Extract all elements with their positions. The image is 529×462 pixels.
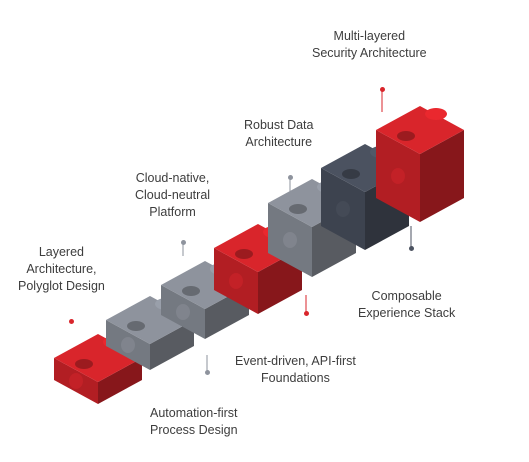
piece-side-knob: [121, 337, 135, 353]
dot-cloud-native: [181, 240, 186, 245]
label-line: Multi-layered: [333, 29, 406, 43]
piece-side-knob: [69, 373, 83, 389]
piece-socket: [397, 131, 415, 141]
label-line: Composable: [371, 289, 442, 303]
piece-socket: [342, 169, 360, 179]
label-line: Architecture,: [26, 262, 97, 276]
piece-socket: [289, 204, 307, 214]
label-composable-experience-stack: Composable Experience Stack: [358, 288, 455, 322]
dot-security: [380, 87, 385, 92]
piece-tab-knob: [425, 108, 447, 120]
piece-socket: [127, 321, 145, 331]
label-line: Platform: [149, 205, 196, 219]
piece-side-knob: [391, 168, 405, 184]
piece-right-face: [420, 130, 464, 222]
label-line: Layered: [38, 245, 85, 259]
label-security-architecture: Multi-layered Security Architecture: [312, 28, 427, 62]
label-robust-data-architecture: Robust Data Architecture: [244, 117, 313, 151]
piece-side-knob: [176, 304, 190, 320]
piece-side-knob: [229, 273, 243, 289]
dot-composable: [409, 246, 414, 251]
dot-event-driven: [304, 311, 309, 316]
piece-side-knob: [283, 232, 297, 248]
label-event-driven-foundations: Event-driven, API-first Foundations: [235, 353, 356, 387]
label-line: Process Design: [150, 423, 238, 437]
label-automation-first-process: Automation-first Process Design: [150, 405, 238, 439]
label-line: Architecture: [245, 135, 313, 149]
label-line: Polyglot Design: [18, 279, 105, 293]
label-cloud-native-platform: Cloud-native, Cloud-neutral Platform: [135, 170, 210, 221]
piece-socket: [235, 249, 253, 259]
dot-robust-data: [288, 175, 293, 180]
label-line: Automation-first: [150, 406, 238, 420]
label-line: Cloud-neutral: [135, 188, 211, 202]
piece-right-face: [98, 358, 142, 404]
dot-layered: [69, 319, 74, 324]
label-line: Cloud-native,: [135, 171, 210, 185]
label-line: Experience Stack: [358, 306, 456, 320]
puzzle-piece-7: [376, 106, 464, 222]
piece-right-face: [150, 320, 194, 370]
piece-socket: [75, 359, 93, 369]
piece-socket: [182, 286, 200, 296]
label-line: Security Architecture: [312, 46, 427, 60]
dot-automation: [205, 370, 210, 375]
label-layered-architecture: Layered Architecture, Polyglot Design: [18, 244, 105, 295]
label-line: Foundations: [261, 371, 330, 385]
label-line: Event-driven, API-first: [235, 354, 356, 368]
label-line: Robust Data: [244, 118, 314, 132]
piece-side-knob: [336, 201, 350, 217]
